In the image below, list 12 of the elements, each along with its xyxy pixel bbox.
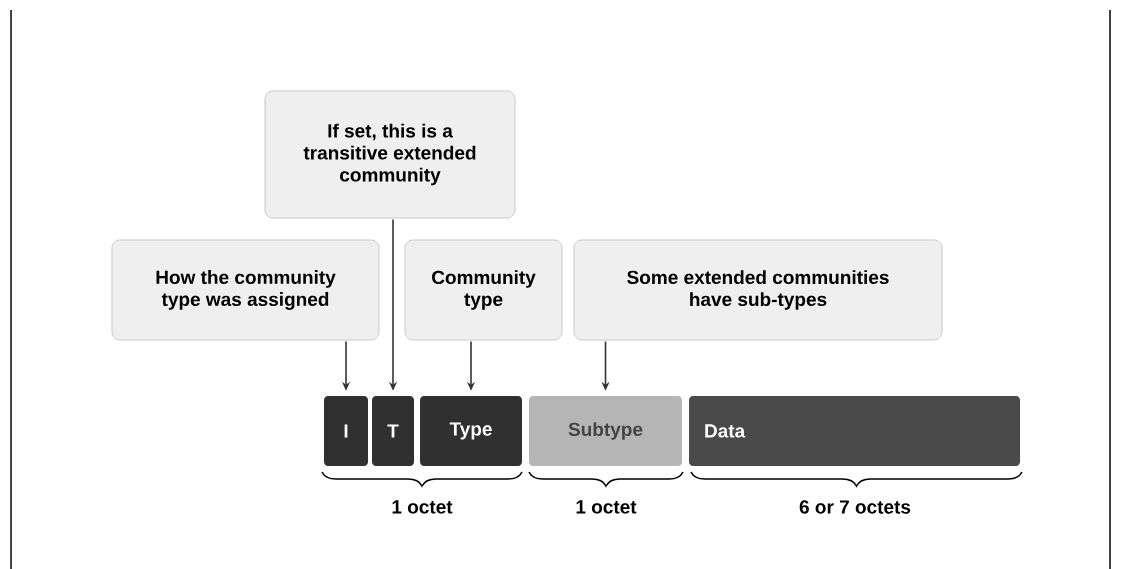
field-segment: I <box>324 396 368 466</box>
callout-box: If set, this is a transitive extended community <box>264 90 516 219</box>
size-label: 1 octet <box>392 500 453 514</box>
field-segment: Type <box>420 396 522 466</box>
size-label: 1 octet <box>576 500 637 514</box>
field-segment: Subtype <box>529 396 682 466</box>
field-segment: T <box>372 396 414 466</box>
callout-box: Some extended communities have sub-types <box>573 239 943 341</box>
callout-box: Community type <box>404 239 563 341</box>
callout-box: How the community type was assigned <box>111 239 380 341</box>
field-segment: Data <box>689 396 1020 466</box>
size-label: 6 or 7 octets <box>799 500 911 514</box>
